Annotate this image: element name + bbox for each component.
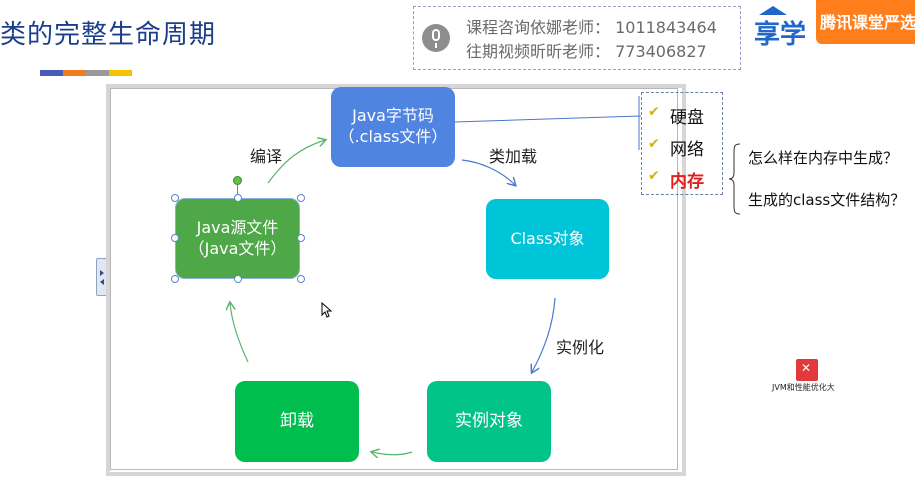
checkmark-icon: ✔ (648, 104, 660, 120)
selection-handle[interactable] (234, 194, 242, 202)
mouse-cursor-icon (321, 302, 333, 318)
class-object-node[interactable]: Class对象 (486, 199, 609, 279)
bytecode-node[interactable]: Java字节码 （.class文件） (331, 87, 455, 167)
edge-label-class-load: 类加载 (489, 147, 538, 166)
checkmark-icon: ✔ (648, 136, 660, 152)
microphone-icon[interactable] (422, 24, 450, 52)
desktop-file-label[interactable]: JVM和性能优化大 (772, 383, 835, 392)
brace-icon (728, 143, 741, 215)
instantiate-arrow (532, 297, 556, 372)
selection-handle[interactable] (171, 234, 179, 242)
selection-handle[interactable] (297, 234, 305, 242)
edge-label-compile: 编译 (250, 147, 283, 166)
graduation-cap-icon (759, 6, 787, 15)
selection-handle[interactable] (171, 194, 179, 202)
storage-option-network: 网络 (670, 140, 704, 160)
unload-node[interactable]: 卸载 (235, 381, 359, 462)
instance-object-node[interactable]: 实例对象 (427, 381, 551, 462)
rotate-handle[interactable] (233, 176, 242, 185)
pdf-file-icon[interactable] (796, 359, 818, 381)
checkmark-icon: ✔ (648, 168, 660, 184)
xuexue-logo: 享学 (752, 2, 812, 50)
contact-line-videos: 往期视频昕昕老师： 773406827 (466, 42, 707, 61)
compile-arrow (267, 140, 325, 184)
question-class-file-structure: 生成的class文件结构？ (748, 191, 906, 209)
selection-handle[interactable] (297, 194, 305, 202)
selection-handle[interactable] (171, 275, 179, 283)
source-file-node[interactable]: Java源文件 （Java文件） (175, 198, 300, 279)
storage-option-disk: 硬盘 (670, 108, 704, 128)
question-generate-in-memory: 怎么样在内存中生成？ (748, 149, 899, 167)
contact-panel: 课程咨询依娜老师： 1011843464 往期视频昕昕老师： 773406827 (413, 6, 741, 70)
bytecode-source-connector (454, 115, 642, 123)
class-load-arrow (461, 159, 515, 185)
page-title: 类的完整生命周期 (0, 20, 217, 50)
edge-label-instantiate: 实例化 (556, 338, 605, 357)
unload-arrow (372, 452, 413, 455)
tencent-classroom-badge: 腾讯课堂严选 (816, 0, 915, 44)
storage-option-memory: 内存 (670, 172, 704, 192)
title-accent-bar (40, 70, 132, 76)
reload-arrow (230, 303, 249, 363)
storage-options-list: ✔ 硬盘 ✔ 网络 ✔ 内存 (641, 92, 723, 195)
rotate-handle-stem (237, 184, 238, 195)
slide-canvas (106, 84, 686, 476)
contact-line-consult: 课程咨询依娜老师： 1011843464 (466, 18, 717, 37)
selection-handle[interactable] (297, 275, 305, 283)
selection-handle[interactable] (234, 275, 242, 283)
